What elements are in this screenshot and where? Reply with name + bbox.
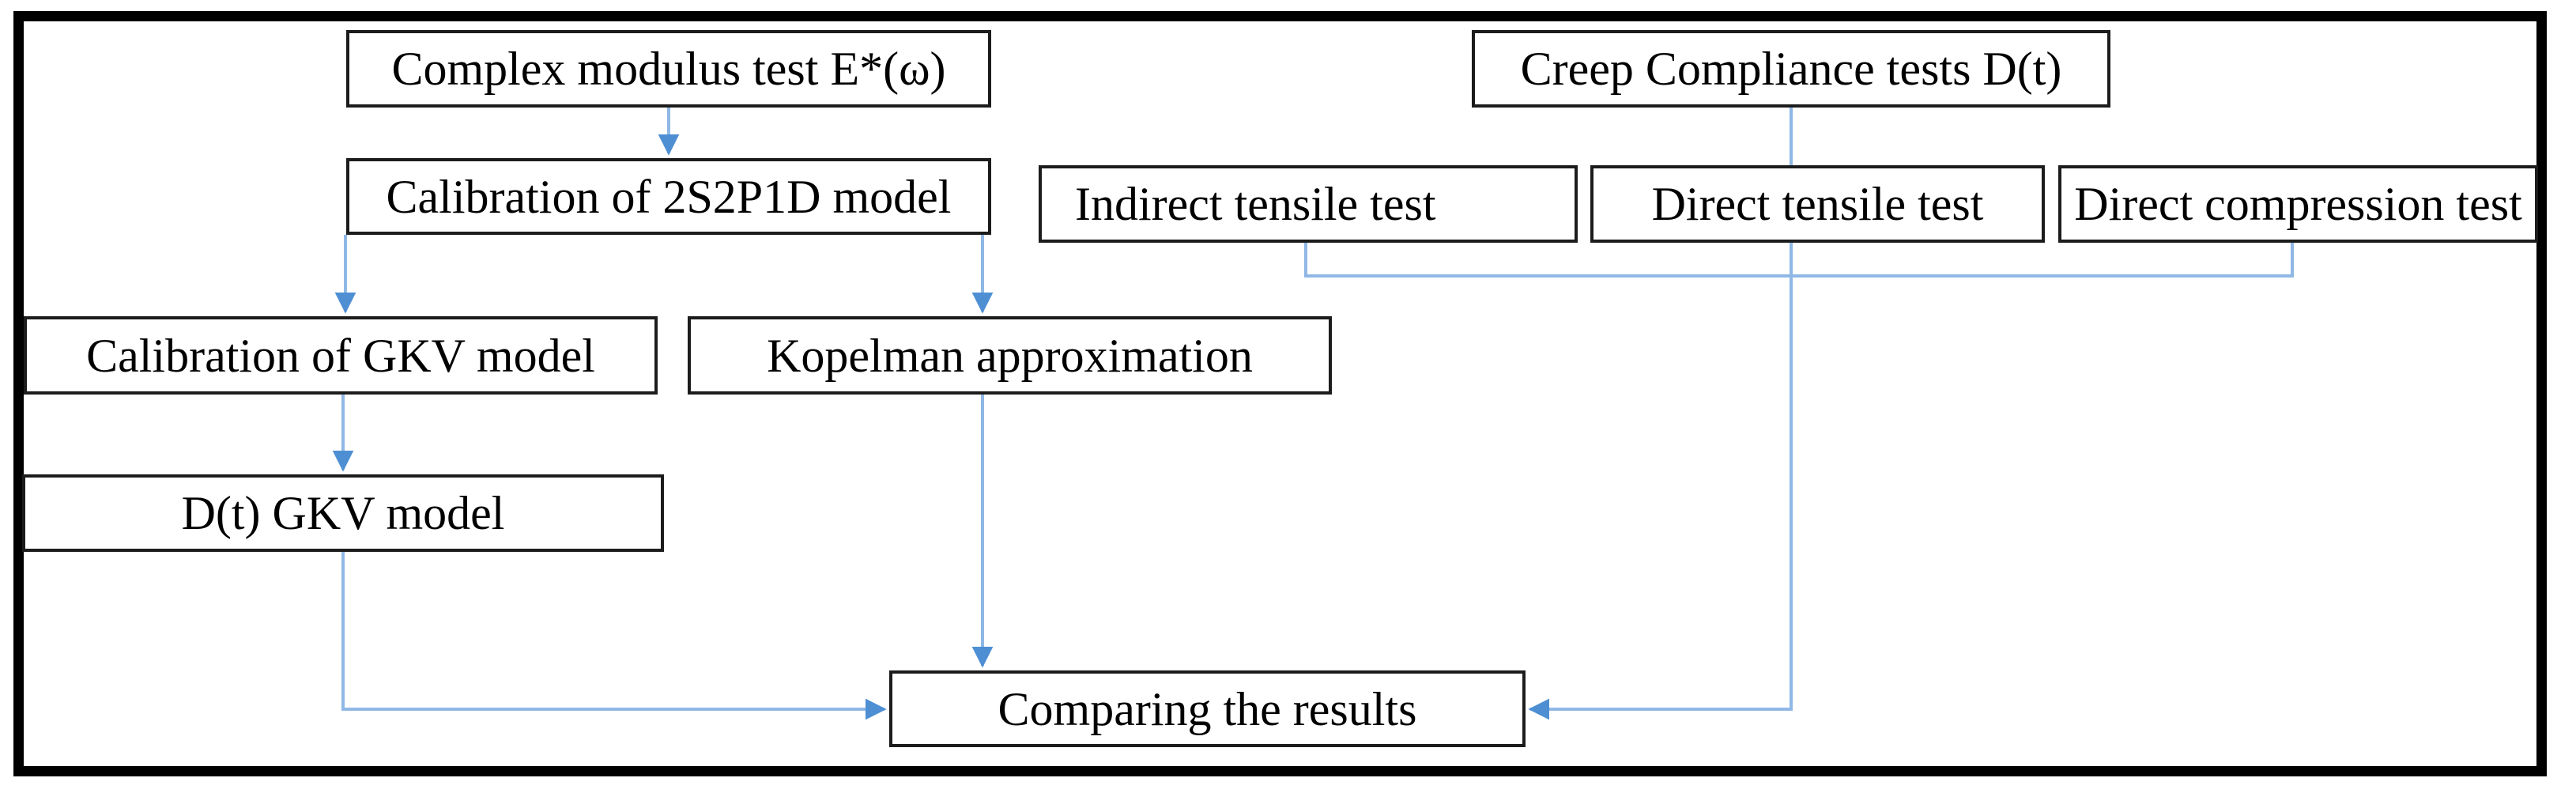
node-direct-tensile-test: Direct tensile test: [1590, 165, 2045, 243]
node-indirect-tensile-test: Indirect tensile test: [1039, 165, 1578, 243]
figure-outer-frame: [13, 11, 2547, 776]
node-calibration-2s2p1d-model: Calibration of 2S2P1D model: [346, 158, 991, 235]
node-creep-compliance-tests: Creep Compliance tests D(t): [1472, 30, 2110, 108]
node-comparing-the-results: Comparing the results: [889, 670, 1526, 747]
edge-creep-compliance-to-comparing: [1528, 108, 1793, 720]
node-kopelman-approximation: Kopelman approximation: [688, 316, 1332, 395]
node-direct-compression-test: Direct compression test: [2058, 165, 2538, 243]
node-complex-modulus-test: Complex modulus test E*(ω): [346, 30, 991, 108]
node-dt-gkv-model: D(t) GKV model: [22, 474, 664, 552]
node-calibration-gkv-model: Calibration of GKV model: [24, 316, 658, 395]
edge-dt-gkv-to-comparing: [341, 552, 887, 720]
